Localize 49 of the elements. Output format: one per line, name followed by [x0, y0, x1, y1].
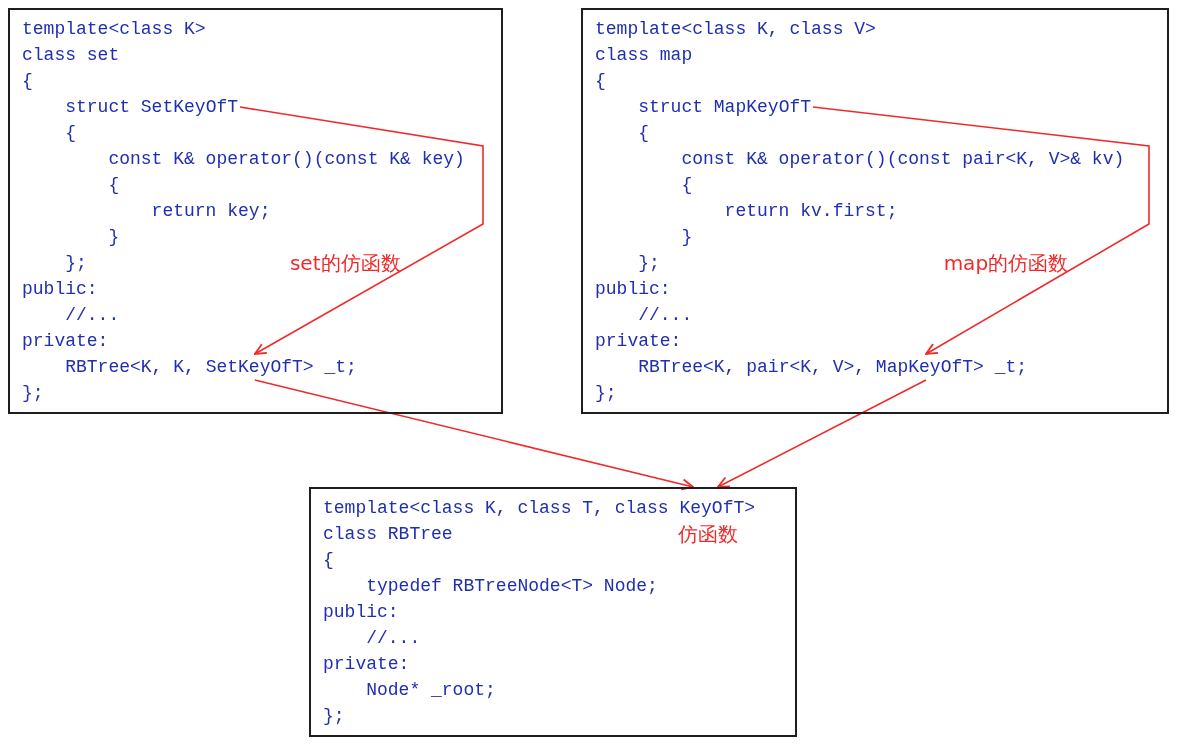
code-line: class RBTree — [323, 523, 453, 546]
code-line: }; — [323, 705, 345, 728]
code-line: } — [108, 226, 120, 249]
code-line: { — [323, 549, 334, 572]
code-line: struct SetKeyOfT — [65, 94, 239, 120]
code-line: template<class K, class T, class KeyOfT> — [323, 497, 756, 520]
code-line: //... — [638, 304, 693, 327]
code-line: template<class K, class V> — [595, 18, 876, 41]
code-line: typedef RBTreeNode<T> Node; — [366, 575, 658, 598]
edge-label: set的仿函数 — [289, 250, 401, 276]
code-line: //... — [65, 304, 120, 327]
code-line: private: — [595, 330, 682, 353]
code-line: { — [681, 174, 693, 197]
code-line: { — [638, 122, 649, 145]
code-line: { — [22, 70, 33, 93]
arrow — [254, 379, 694, 491]
code-line: template<class K> — [22, 18, 206, 41]
code-line: class map — [595, 44, 693, 67]
arrow — [239, 106, 484, 355]
code-line: const K& operator()(const pair<K, V>& kv) — [681, 148, 1125, 171]
code-line: RBTree<K, pair<K, V>, MapKeyOfT> _t; — [638, 354, 1028, 380]
code-line: { — [595, 70, 606, 93]
code-line: const K& operator()(const K& key) — [108, 148, 465, 171]
code-line: private: — [323, 653, 410, 676]
code-line: struct MapKeyOfT — [638, 94, 812, 120]
code-line: } — [681, 226, 693, 249]
code-line: class set — [22, 44, 120, 67]
code-line: //... — [366, 627, 421, 650]
edge-label: map的仿函数 — [943, 250, 1069, 276]
code-line: return key; — [151, 200, 271, 223]
annotation-text: 仿函数 — [678, 521, 738, 547]
code-line: RBTree<K, K, SetKeyOfT> _t; — [65, 354, 357, 380]
code-line: return kv.first; — [724, 200, 898, 223]
code-line: }; — [638, 252, 660, 275]
code-line: }; — [22, 382, 44, 405]
code-box — [581, 8, 1169, 414]
code-line: public: — [323, 601, 399, 624]
code-line: public: — [595, 278, 671, 301]
code-line: { — [65, 122, 76, 145]
code-line: }; — [595, 382, 617, 405]
code-line: public: — [22, 278, 98, 301]
code-line: private: — [22, 330, 109, 353]
code-box — [8, 8, 503, 414]
code-line: { — [108, 174, 120, 197]
code-line: Node* _root; — [366, 679, 496, 702]
code-box — [309, 487, 797, 737]
arrow — [812, 106, 1150, 355]
code-line: }; — [65, 252, 87, 275]
arrow — [717, 379, 927, 488]
